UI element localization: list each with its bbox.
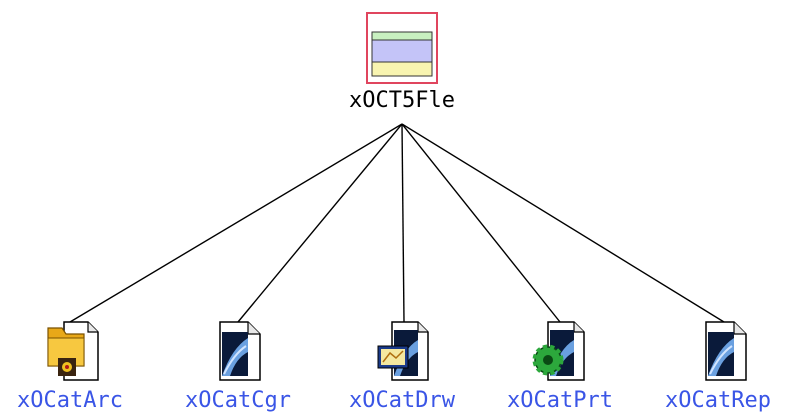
gear-document-icon: [532, 321, 585, 381]
child-label-xocatrep: xOCatRep: [665, 388, 771, 413]
link-to-xocatcgr: [237, 123, 403, 323]
table-file-icon: [366, 12, 438, 84]
link-to-xocatrep: [401, 123, 725, 323]
child-label-xocatprt: xOCatPrt: [507, 388, 613, 413]
galaxy-document-icon: [705, 321, 747, 381]
child-label-xocatcgr: xOCatCgr: [185, 388, 291, 413]
galaxy-document-icon: [219, 321, 261, 381]
child-label-xocatdrw: xOCatDrw: [349, 388, 455, 413]
drawing-document-icon: [377, 321, 429, 381]
archive-folder-icon: [47, 321, 99, 381]
link-to-xocatdrw: [401, 123, 405, 323]
link-to-xocatarc: [69, 123, 403, 323]
child-label-xocatarc: xOCatArc: [17, 388, 123, 413]
link-to-xocatprt: [401, 123, 561, 323]
root-label: xOCT5Fle: [349, 88, 455, 113]
